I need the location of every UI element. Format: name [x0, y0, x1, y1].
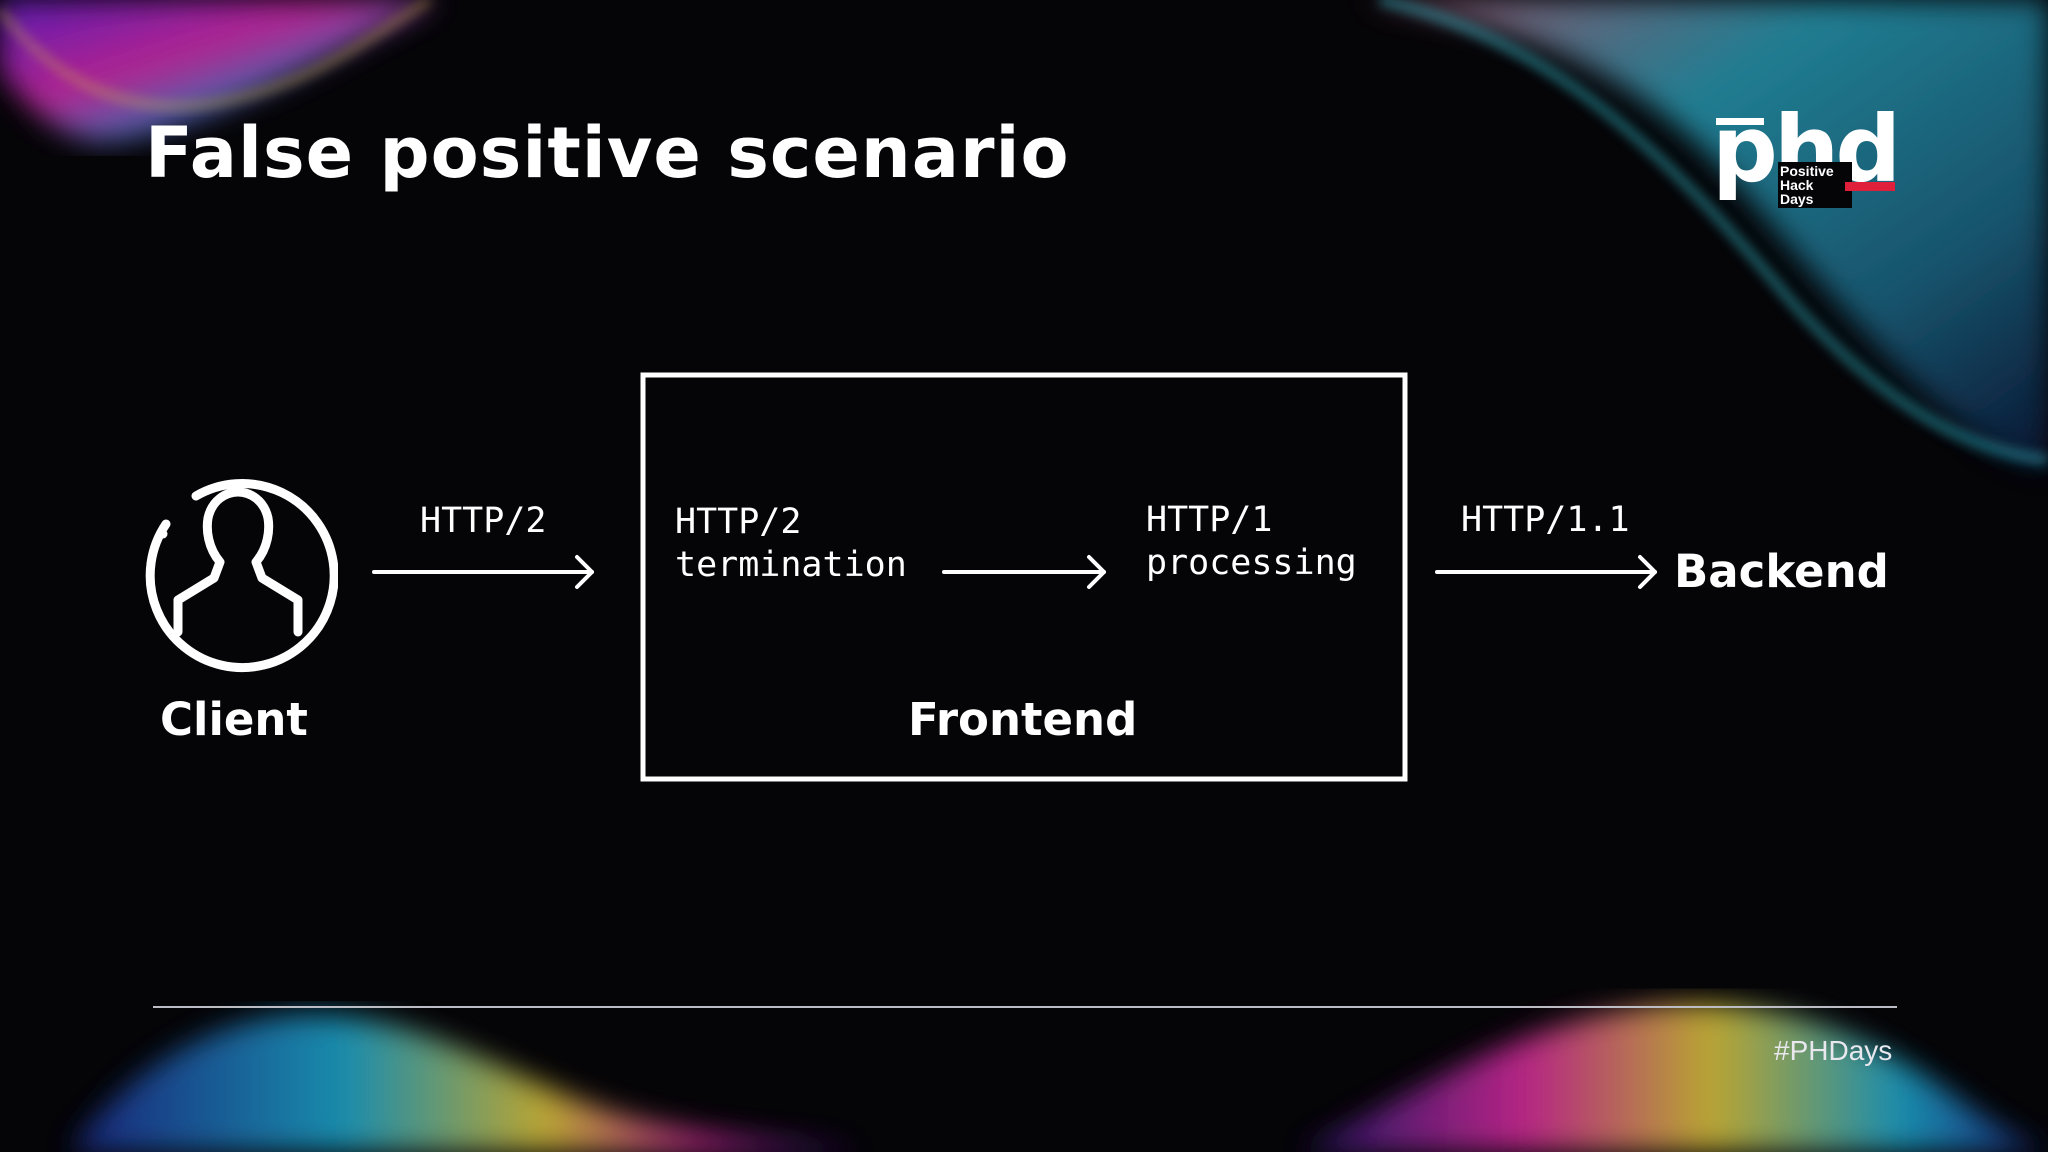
arrow-client-to-frontend [372, 555, 594, 589]
stage1-label-line2: termination [675, 545, 907, 585]
footer-divider [153, 1006, 1897, 1008]
arrow-label-frontend-backend: HTTP/1.1 [1461, 500, 1630, 540]
stage1-label-line1: HTTP/2 [675, 502, 802, 542]
arrow-termination-to-processing [942, 555, 1106, 589]
logo-tagline-line: Days [1780, 191, 1814, 207]
logo-accent-bar [1845, 182, 1895, 191]
client-icon [145, 479, 338, 673]
arrow-frontend-to-backend [1435, 555, 1657, 589]
stage2-label-line2: processing [1146, 543, 1357, 583]
backend-label: Backend [1674, 545, 1889, 598]
client-label: Client [160, 693, 308, 746]
phd-logo: phd Positive Hack Days [1712, 100, 1902, 212]
frontend-label: Frontend [908, 693, 1138, 746]
arrow-label-client-frontend: HTTP/2 [420, 501, 547, 541]
logo-tagline: Positive Hack Days [1778, 162, 1852, 208]
event-hashtag: #PHDays [1774, 1035, 1893, 1066]
logo-tagline-line: Positive [1780, 163, 1834, 179]
logo-tagline-line: Hack [1780, 177, 1814, 193]
frontend-box [640, 372, 1408, 782]
stage2-label-line1: HTTP/1 [1146, 500, 1273, 540]
logo-overbar [1716, 118, 1764, 125]
slide-title: False positive scenario [145, 112, 1070, 194]
